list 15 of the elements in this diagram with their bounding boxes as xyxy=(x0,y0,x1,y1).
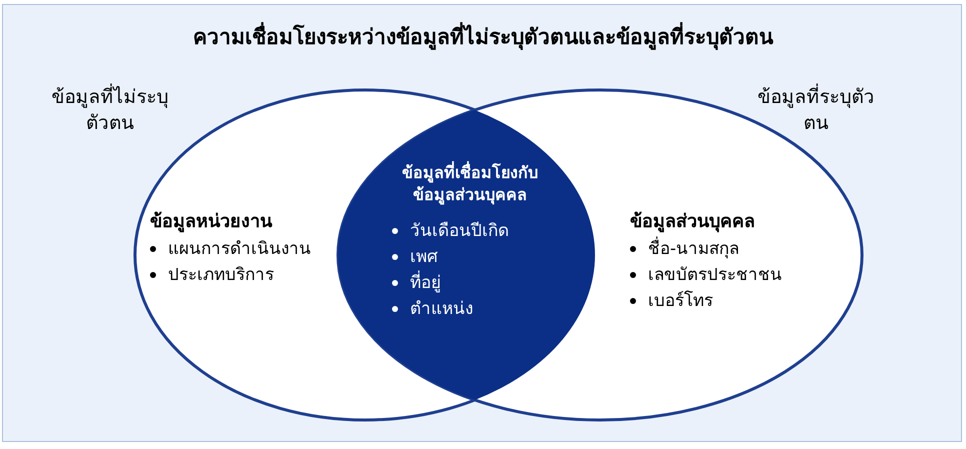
group-heading: ข้อมูลหน่วยงาน xyxy=(150,210,274,234)
bullet-item: ประเภทบริการ xyxy=(150,262,311,288)
bullet-item: แผนการดำเนินงาน xyxy=(150,236,311,262)
bullet-item: ตำแหน่ง xyxy=(392,296,509,322)
bullet-item: วันเดือนปีเกิด xyxy=(392,218,509,244)
set-label: ข้อมูลที่ไม่ระบุตัวตน xyxy=(50,84,170,136)
group-heading: ข้อมูลส่วนบุคคล xyxy=(630,210,756,234)
bullet-item: ที่อยู่ xyxy=(392,270,509,296)
bullet-item: เบอร์โทร xyxy=(630,288,782,314)
overlap-heading: ข้อมูลที่เชื่อมโยงกับข้อมูลส่วนบุคคล xyxy=(401,162,539,206)
title: ความเชื่อมโยงระหว่างข้อมูลที่ไม่ระบุตัวตนและข้อมูลที่ระบุตัวตน xyxy=(0,22,966,54)
bullet-item: เพศ xyxy=(392,244,509,270)
bullet-item: ชื่อ-นามสกุล xyxy=(630,236,782,262)
bullet-item: เลขบัตรประชาชน xyxy=(630,262,782,288)
set-label: ข้อมูลที่ระบุตัวตน xyxy=(756,84,876,136)
